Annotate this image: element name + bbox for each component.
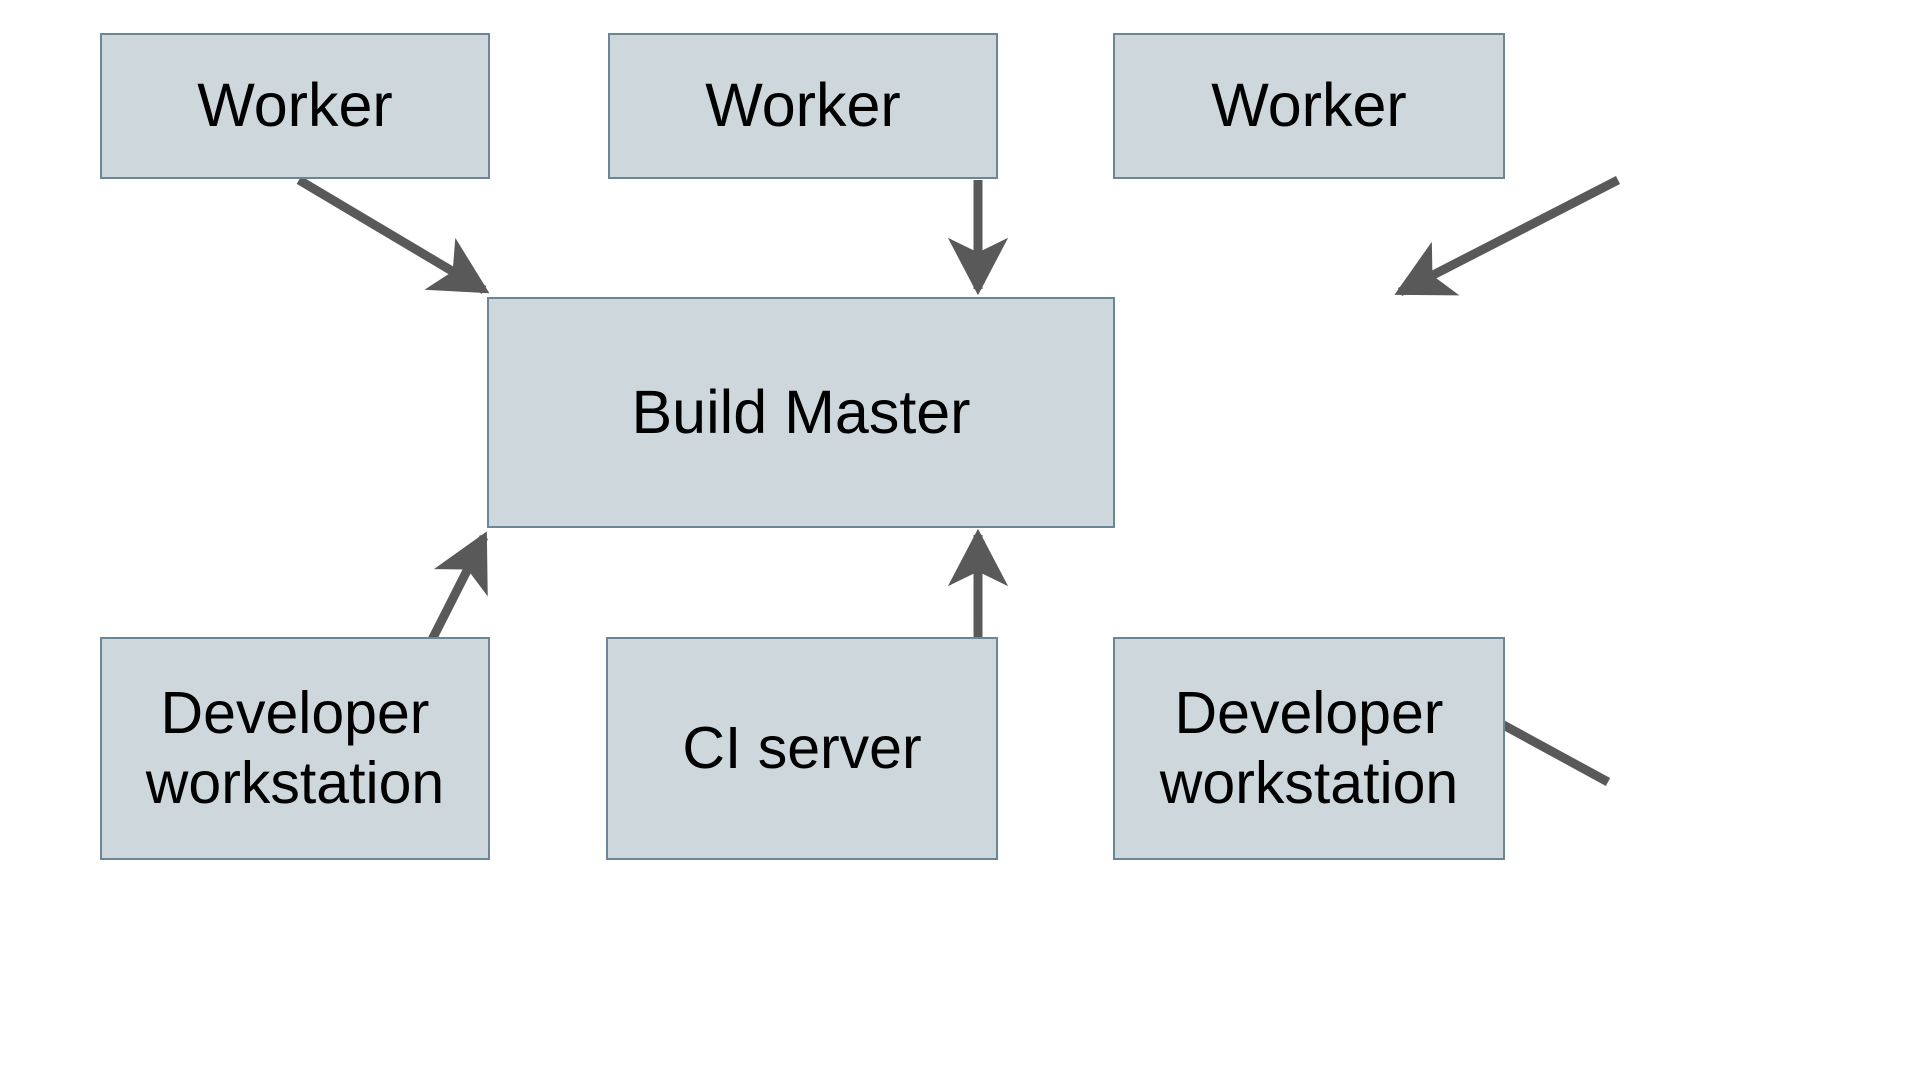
node-build-master[interactable]: Build Master: [487, 297, 1115, 528]
node-worker-2-label: Worker: [705, 71, 901, 140]
node-worker-1[interactable]: Worker: [100, 33, 490, 179]
node-worker-2[interactable]: Worker: [608, 33, 998, 179]
node-developer-workstation-1-label: Developer workstation: [145, 679, 445, 816]
node-ci-server[interactable]: CI server: [606, 637, 998, 860]
node-worker-3-label: Worker: [1211, 71, 1407, 140]
node-developer-workstation-2[interactable]: Developer workstation: [1113, 637, 1505, 860]
node-worker-3[interactable]: Worker: [1113, 33, 1505, 179]
node-worker-1-label: Worker: [197, 71, 393, 140]
node-ci-server-label: CI server: [682, 714, 922, 781]
node-build-master-label: Build Master: [631, 377, 971, 446]
edge-worker1-to-master: [296, 176, 490, 294]
node-developer-workstation-1[interactable]: Developer workstation: [100, 637, 490, 860]
edge-worker3-to-master: [1394, 175, 1621, 297]
node-developer-workstation-2-label: Developer workstation: [1159, 679, 1459, 816]
